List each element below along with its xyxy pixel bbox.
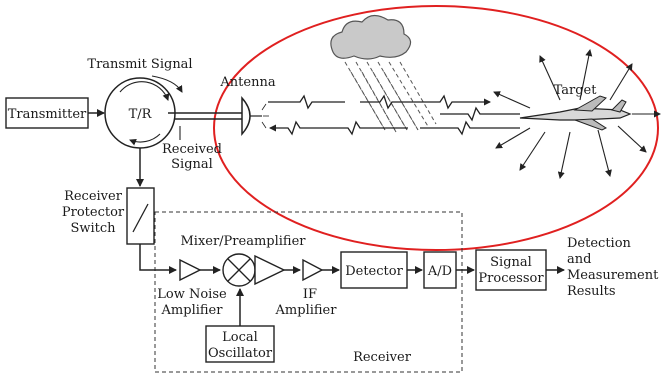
- det-label-4: Results: [567, 284, 616, 299]
- rps-label-3: Switch: [70, 221, 116, 236]
- circulator-arrow-top: [119, 81, 170, 101]
- detector-block: Detector: [340, 251, 408, 289]
- tr-switch: T/R: [104, 77, 176, 149]
- det-label-2: and: [567, 252, 591, 267]
- sp-label-1: Signal: [490, 255, 532, 270]
- tr-label: T/R: [129, 107, 153, 122]
- adc-block: A/D: [423, 251, 457, 289]
- transmit-signal-arrow: [151, 75, 183, 93]
- receiver-label: Receiver: [353, 350, 412, 365]
- local-oscillator-block: Local Oscillator: [205, 325, 275, 363]
- rps-label-1: Receiver: [64, 189, 123, 204]
- antenna-dish-icon: [241, 96, 269, 136]
- detector-label: Detector: [345, 264, 403, 279]
- highlight-ellipse: [213, 5, 659, 251]
- received-signal-label-2: Signal: [171, 157, 213, 172]
- mixer-label: Mixer/Preamplifier: [180, 234, 306, 249]
- det-label-1: Detection: [567, 236, 632, 251]
- transmitted-wave: [268, 94, 491, 110]
- antenna-label: Antenna: [219, 75, 275, 90]
- preamp-triangle-icon: [254, 254, 286, 286]
- mixer-icon: [222, 253, 256, 287]
- lna-triangle-icon: [179, 258, 202, 282]
- if-label-1: IF: [303, 287, 317, 302]
- receiver-protector-switch: [126, 187, 155, 245]
- transmitter-label: Transmitter: [8, 107, 87, 122]
- cloud-icon: [330, 14, 412, 60]
- target-label: Target: [554, 83, 598, 98]
- lna-label-2: Amplifier: [161, 303, 224, 318]
- local-osc-label-1: Local: [222, 330, 258, 345]
- rain-streaks: [344, 61, 437, 133]
- transmit-signal-label: Transmit Signal: [87, 57, 192, 72]
- local-osc-label-2: Oscillator: [208, 346, 273, 361]
- aircraft-target-icon: [519, 95, 632, 131]
- rps-label-2: Protector: [62, 205, 125, 220]
- received-signal-label-1: Received: [162, 142, 222, 157]
- lna-label-1: Low Noise: [157, 287, 227, 302]
- det-label-3: Measurement: [567, 268, 659, 283]
- switch-to-lna-arrow: [139, 244, 177, 274]
- returned-wave: [269, 106, 520, 136]
- adc-label: A/D: [427, 264, 452, 279]
- circulator-arrow-bottom: [129, 133, 161, 146]
- if-amp-triangle-icon: [302, 258, 324, 282]
- receiver-enclosure: [154, 211, 463, 373]
- sp-label-2: Processor: [478, 271, 544, 286]
- if-label-2: Amplifier: [275, 303, 338, 318]
- signal-processor-block: Signal Processor: [475, 249, 547, 291]
- scatter-arrows: [493, 49, 661, 179]
- transmitter-block: Transmitter: [5, 97, 89, 129]
